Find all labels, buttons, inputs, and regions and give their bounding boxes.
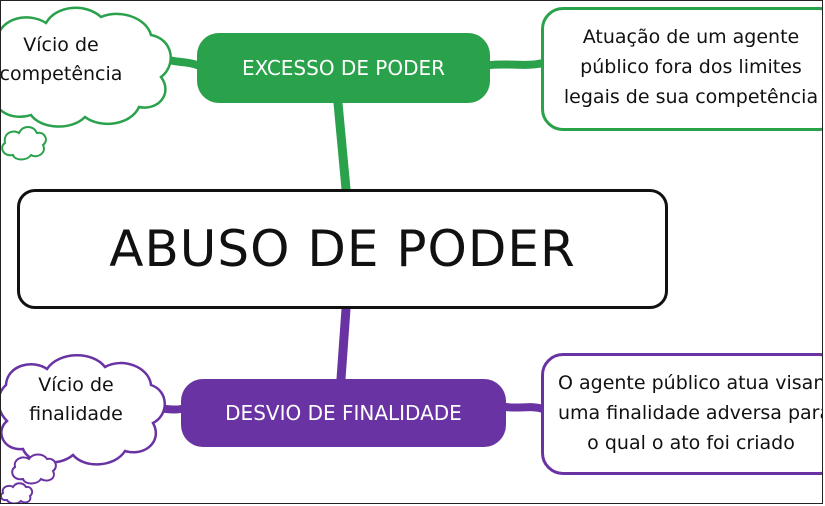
description-line: legais de sua competência xyxy=(563,86,819,108)
branch-label: DESVIO DE FINALIDADE xyxy=(225,401,462,425)
cloud-line: Vício de xyxy=(38,374,114,396)
purple-connector-center xyxy=(336,304,351,384)
description-line: o qual o ato foi criado xyxy=(587,432,795,454)
branch-excesso-de-poder: EXCESSO DE PODER xyxy=(197,33,490,103)
description-line: público fora dos limites xyxy=(580,56,802,78)
cloud-line: finalidade xyxy=(29,403,123,425)
branch-desvio-de-finalidade: DESVIO DE FINALIDADE xyxy=(181,379,506,447)
description-desvio-de-finalidade: O agente público atua visando uma finali… xyxy=(541,353,823,475)
cloud-line: Vício de xyxy=(23,34,99,56)
cloud-shape-finalidade xyxy=(1,354,166,466)
purple-connector-desc xyxy=(502,403,547,413)
central-topic-title: ABUSO DE PODER xyxy=(109,220,576,278)
branch-label: EXCESSO DE PODER xyxy=(241,56,446,80)
cloud-text-competencia: Vício de competência xyxy=(0,31,131,89)
cloud-text-finalidade: Vício de finalidade xyxy=(1,371,151,429)
small-cloud-purple-2 xyxy=(1,482,34,503)
small-cloud-purple-1 xyxy=(11,453,57,485)
central-topic-box: ABUSO DE PODER xyxy=(17,189,668,309)
description-excesso-de-poder: Atuação de um agente público fora dos li… xyxy=(541,7,822,131)
cloud-line: competência xyxy=(0,63,123,85)
description-line: Atuação de um agente xyxy=(582,26,800,48)
green-connector-center xyxy=(333,98,351,194)
green-connector-desc xyxy=(486,59,547,69)
description-line: uma finalidade adversa para xyxy=(558,402,823,424)
description-line: O agente público atua visando xyxy=(558,372,823,394)
cloud-shape-competencia xyxy=(1,6,172,128)
small-cloud-green xyxy=(1,126,47,161)
